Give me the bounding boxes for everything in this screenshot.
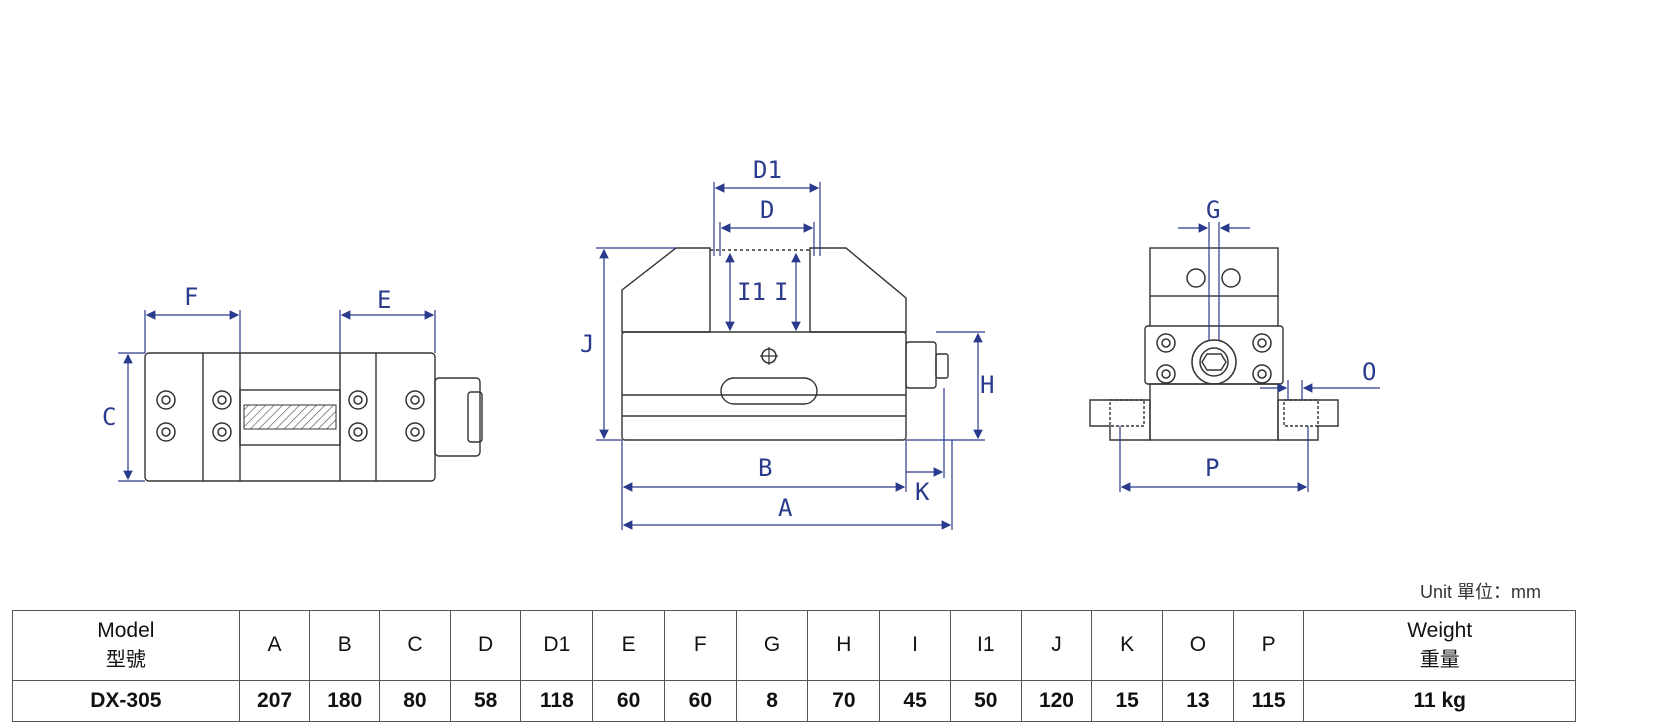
- header-cell-B: B: [309, 610, 381, 681]
- dim-label-G: G: [1206, 196, 1220, 224]
- cell-F: 60: [663, 679, 737, 723]
- technical-drawing: F E C: [102, 156, 1380, 530]
- header-cell-O: O: [1162, 610, 1234, 681]
- header-cell-K: K: [1091, 610, 1164, 681]
- header-cell-H: H: [807, 610, 881, 681]
- cell-J: 120: [1020, 679, 1093, 723]
- unit-note: Unit 單位：mm: [1420, 582, 1541, 602]
- dim-label-I1: I1: [737, 278, 766, 306]
- top-view: [118, 310, 483, 482]
- cell-weight: 11 kg: [1303, 679, 1576, 723]
- dim-label-C: C: [102, 403, 116, 431]
- dim-label-E: E: [377, 286, 391, 314]
- cell-I1: 50: [949, 679, 1022, 723]
- dim-label-O: O: [1362, 358, 1376, 386]
- dim-label-B: B: [758, 454, 772, 482]
- header-cell-C: C: [379, 610, 451, 681]
- dim-label-J: J: [580, 330, 594, 358]
- header-cell-A: A: [238, 610, 311, 681]
- cell-E: 60: [592, 679, 665, 723]
- dim-label-D: D: [760, 196, 774, 224]
- header-cell-J: J: [1020, 610, 1093, 681]
- cell-O: 13: [1162, 679, 1234, 723]
- cell-P: 115: [1232, 679, 1305, 723]
- cell-D1: 118: [520, 679, 594, 723]
- header-cell-D: D: [449, 610, 522, 681]
- header-cell-D1: D1: [520, 610, 594, 681]
- dim-label-D1: D1: [753, 156, 782, 184]
- header-cell-G: G: [735, 610, 809, 681]
- header-cell-E: E: [592, 610, 665, 681]
- cell-A: 207: [238, 679, 311, 723]
- cell-G: 8: [735, 679, 809, 723]
- header-cell-I: I: [879, 610, 951, 681]
- cell-B: 180: [309, 679, 381, 723]
- cell-D: 58: [449, 679, 522, 723]
- header-cell-I1: I1: [949, 610, 1022, 681]
- dim-label-H: H: [980, 371, 994, 399]
- cell-K: 15: [1091, 679, 1164, 723]
- dim-label-F: F: [184, 283, 198, 311]
- table-row: DX-305 207 180 80 58 118 60 60 8 70 45 5…: [12, 679, 1576, 723]
- header-cell-F: F: [663, 610, 737, 681]
- cell-model: DX-305: [12, 679, 240, 723]
- cell-I: 45: [879, 679, 951, 723]
- cell-C: 80: [379, 679, 451, 723]
- dim-label-P: P: [1205, 454, 1219, 482]
- dim-label-K: K: [915, 478, 930, 506]
- dim-label-I: I: [774, 278, 788, 306]
- header-cell-P: P: [1232, 610, 1305, 681]
- front-view: [596, 182, 985, 530]
- side-view: [1089, 222, 1380, 492]
- cell-H: 70: [807, 679, 881, 723]
- dim-label-A: A: [778, 494, 793, 522]
